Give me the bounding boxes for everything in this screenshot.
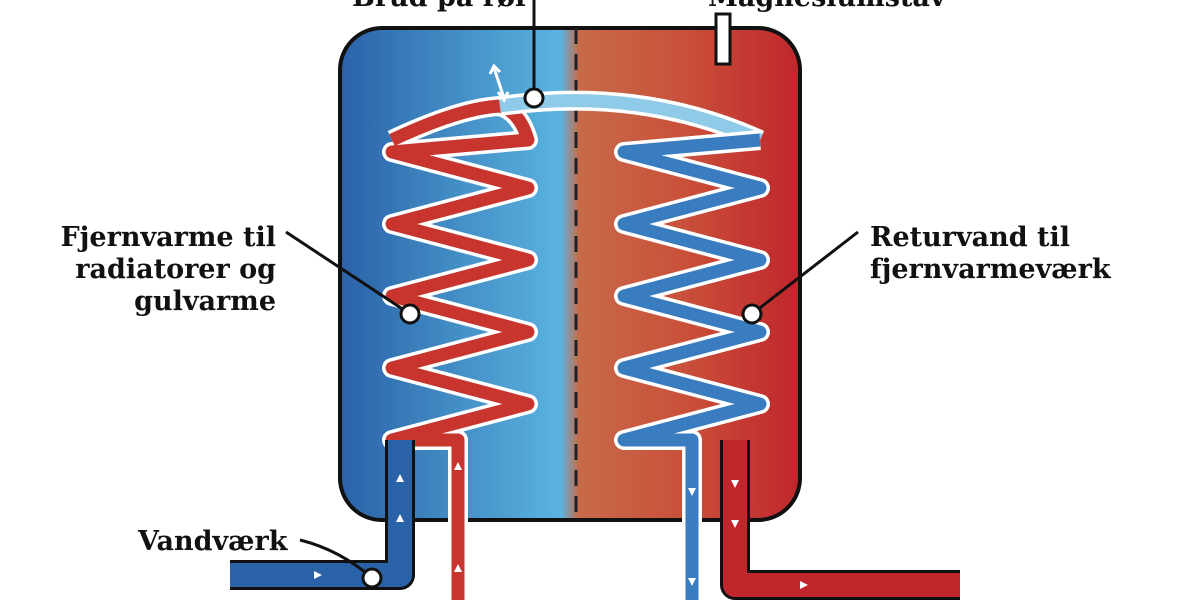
label-line: fjernvarmeværk xyxy=(870,254,1111,285)
marker-top xyxy=(523,87,545,109)
label-line: Returvand til xyxy=(870,222,1071,253)
label-magnesium-rod: Magnesiumstav xyxy=(708,0,946,14)
break-arrow-icon xyxy=(488,63,510,103)
marker-inlet xyxy=(361,567,383,589)
flow-arrows xyxy=(314,462,808,589)
label-line: radiatorer og xyxy=(75,254,276,285)
label-line: gulvarme xyxy=(134,286,276,317)
label-right-coil: Returvand til fjernvarmeværk xyxy=(870,222,1111,286)
magnesium-rod xyxy=(714,12,732,66)
marker-right-coil xyxy=(741,303,763,325)
label-line: Fjernvarme til xyxy=(60,222,276,253)
label-waterworks: Vandværk xyxy=(138,526,288,557)
marker-left-coil xyxy=(399,303,421,325)
label-pipe-break: Brud på rør xyxy=(352,0,529,14)
label-left-coil: Fjernvarme til radiatorer og gulvarme xyxy=(60,222,276,318)
